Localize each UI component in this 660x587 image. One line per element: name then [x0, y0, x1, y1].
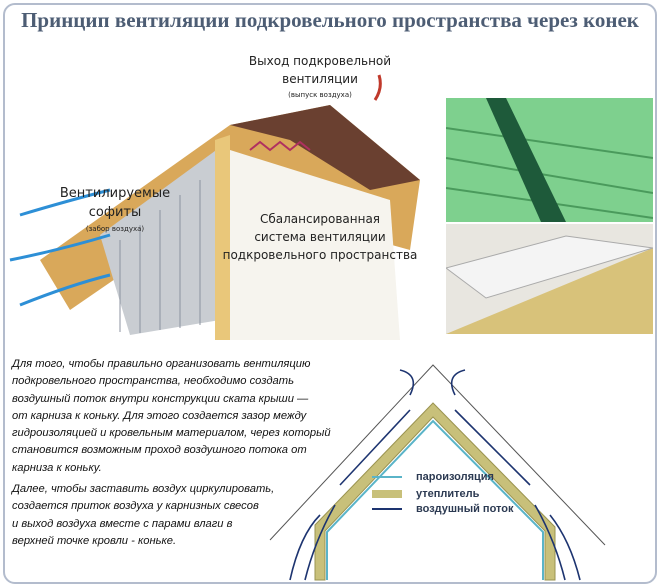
legend-air-flow: воздушный поток — [372, 502, 513, 515]
circulation-paragraph: Далее, чтобы заставить воздух циркулиров… — [12, 483, 275, 547]
house-cutaway-illustration — [9, 74, 420, 340]
ridge-photos — [446, 98, 653, 334]
legend-insulation: утеплитель — [372, 487, 513, 500]
air-exhaust-arrow — [373, 74, 382, 101]
page-title: Принцип вентиляции подкровельного простр… — [21, 8, 639, 32]
intro-paragraph: Для того, чтобы правильно организовать в… — [12, 358, 331, 474]
diagram-legend: пароизоляция утеплитель воздушный поток — [372, 470, 513, 515]
legend-vapor-barrier: пароизоляция — [372, 470, 513, 483]
roof-section-diagram — [269, 364, 606, 581]
air-intake-arrows — [9, 188, 111, 307]
page-frame — [3, 3, 657, 584]
air-flow-arrows — [289, 369, 581, 581]
